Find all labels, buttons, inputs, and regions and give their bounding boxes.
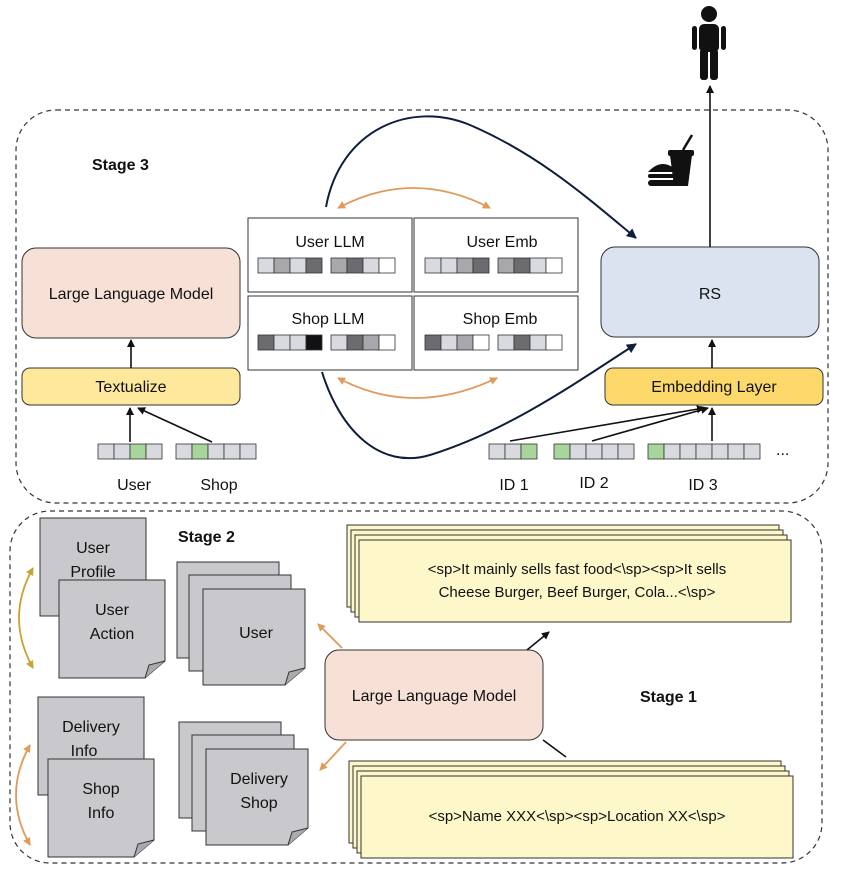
note-top-line1: <sp>It mainly sells fast food<\sp><sp>It… <box>428 561 727 578</box>
person-icon <box>692 6 726 80</box>
doc-stack-user-label: User <box>239 625 273 642</box>
doc-shop-info-line2: Info <box>88 805 115 822</box>
user-docs-link-arrow <box>18 567 34 669</box>
note-top-line2: Cheese Burger, Beef Burger, Cola...<\sp> <box>439 584 716 601</box>
embedding-layer-label: Embedding Layer <box>651 379 777 396</box>
doc-shop-info <box>47 758 155 858</box>
user-emb-label: User Emb <box>466 234 537 251</box>
doc-user-profile-line1: User <box>76 540 110 557</box>
stage12-container <box>9 510 823 864</box>
alignment-arrow-bottom <box>337 377 498 399</box>
stage3-title: Stage 3 <box>92 157 149 174</box>
stage1-title: Stage 1 <box>640 689 697 706</box>
note-bottom-line1: <sp>Name XXX<\sp><sp>Location XX<\sp> <box>429 808 726 825</box>
doc-user-profile-line2: Profile <box>70 564 115 581</box>
stage3-llm-box <box>21 247 241 339</box>
arrow-llm-to-shop-docs <box>319 741 347 771</box>
doc-delivery-info-line2: Info <box>71 743 98 760</box>
rs-label: RS <box>699 286 721 303</box>
id1-label: ID 1 <box>499 477 528 494</box>
shop-input-label: Shop <box>200 477 237 494</box>
arrow-llm-to-note-top <box>526 631 550 651</box>
user-input-label: User <box>117 477 151 494</box>
user-emb-vector <box>424 257 563 274</box>
alignment-arrow-top <box>337 187 491 209</box>
shop-emb-vector <box>424 334 563 351</box>
arrow-id1-to-embedding <box>509 405 705 442</box>
stage2-llm-label: Large Language Model <box>352 688 517 705</box>
doc-delivery-info-line1: Delivery <box>62 719 120 736</box>
arrow-shop-to-textualize <box>137 407 213 443</box>
fast-food-icon <box>648 134 694 186</box>
shop-llm-label: Shop LLM <box>292 311 365 328</box>
shop-input-vector <box>175 443 257 460</box>
id1-vector <box>488 443 538 460</box>
line-note-bottom-to-llm <box>542 739 567 758</box>
id2-label: ID 2 <box>579 475 608 492</box>
stage2-llm-box <box>324 649 544 741</box>
user-llm-label: User LLM <box>295 234 364 251</box>
shop-emb-label: Shop Emb <box>463 311 538 328</box>
doc-user-action-line1: User <box>95 602 129 619</box>
arrow-llm-to-user-docs <box>317 623 343 649</box>
embedding-grid <box>247 217 579 371</box>
shop-to-rs-curve <box>321 343 637 460</box>
shop-docs-link-arrow <box>15 744 31 846</box>
id2-vector <box>553 443 635 460</box>
doc-stack-delivery-shop <box>178 721 309 846</box>
stage3-llm-label: Large Language Model <box>49 286 214 303</box>
doc-shop-info-line1: Shop <box>82 781 119 798</box>
doc-stack-delivery-shop-line2: Shop <box>240 795 277 812</box>
user-to-rs-curve <box>325 115 637 239</box>
id3-vector <box>647 443 761 460</box>
doc-user-action-line2: Action <box>90 626 134 643</box>
embedding-layer-box <box>604 367 824 406</box>
user-input-vector <box>97 443 163 460</box>
note-stack-top <box>346 524 792 623</box>
shop-llm-vector <box>257 334 396 351</box>
id3-label: ID 3 <box>688 477 717 494</box>
arrow-id2-to-embedding <box>591 406 709 442</box>
textualize-label: Textualize <box>95 379 166 396</box>
note-stack-bottom <box>348 760 794 859</box>
doc-stack-user <box>176 561 306 686</box>
user-llm-vector <box>257 257 396 274</box>
stage2-title: Stage 2 <box>178 529 235 546</box>
doc-stack-delivery-shop-line1: Delivery <box>230 771 288 788</box>
doc-user-action <box>58 579 166 679</box>
ellipsis: ... <box>776 442 789 459</box>
